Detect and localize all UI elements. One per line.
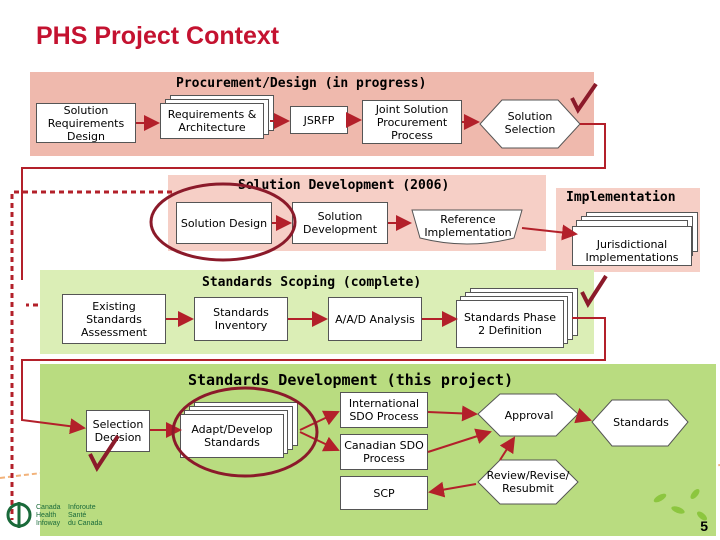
node-standards-inventory: Standards Inventory bbox=[194, 297, 288, 341]
node-canadian-sdo: Canadian SDO Process bbox=[340, 434, 428, 470]
page-title: PHS Project Context bbox=[36, 22, 280, 50]
infoway-logo: Canada Health Infoway Inforoute Santé du… bbox=[6, 496, 136, 536]
node-standards: Standards bbox=[613, 416, 669, 429]
node-international-sdo: International SDO Process bbox=[340, 392, 428, 428]
logo-line2-fr: Santé bbox=[68, 512, 87, 519]
band-scoping-label: Standards Scoping (complete) bbox=[202, 275, 422, 290]
band-standards-development-label: Standards Development (this project) bbox=[188, 371, 514, 389]
node-approval: Approval bbox=[504, 409, 554, 422]
node-solution-selection: Solution Selection bbox=[504, 110, 556, 136]
node-scp: SCP bbox=[340, 476, 428, 510]
node-review-revise: Review/Revise/ Resubmit bbox=[486, 469, 570, 495]
band-procurement-label: Procurement/Design (in progress) bbox=[176, 76, 427, 91]
check-icon-selection bbox=[88, 434, 120, 473]
band-solution-development-label: Solution Development (2006) bbox=[238, 178, 450, 193]
page-number: 5 bbox=[700, 518, 708, 534]
logo-line2-en: Health bbox=[36, 512, 57, 519]
node-standards-phase2-definition-label: Standards Phase 2 Definition bbox=[456, 300, 564, 348]
leaf-decoration-icon bbox=[653, 489, 707, 521]
node-solution-development: Solution Development bbox=[292, 202, 388, 244]
logo-line1-fr: Inforoute bbox=[68, 504, 96, 511]
band-implementation-label: Implementation bbox=[566, 190, 676, 205]
check-icon-procurement bbox=[570, 82, 598, 114]
node-reference-implementation: Reference Implementation bbox=[424, 213, 512, 239]
highlight-circle-solution-design bbox=[149, 182, 297, 262]
infoway-logo-icon bbox=[6, 502, 32, 528]
node-joint-procurement: Joint Solution Procurement Process bbox=[362, 100, 462, 144]
check-icon-scoping bbox=[580, 274, 608, 309]
node-solution-requirements-design: Solution Requirements Design bbox=[36, 103, 136, 143]
node-selection-decision: Selection Decision bbox=[86, 410, 150, 452]
logo-line3-fr: du Canada bbox=[68, 520, 103, 527]
node-jurisdictional-implementations-label: Jurisdictional Implementations bbox=[572, 226, 692, 266]
logo-line3-en: Infoway bbox=[36, 520, 61, 527]
node-aad-analysis: A/A/D Analysis bbox=[328, 297, 422, 341]
highlight-circle-adapt-develop bbox=[171, 386, 319, 478]
node-adapt-develop-standards: Adapt/Develop Standards bbox=[180, 402, 302, 460]
node-jurisdictional-implementations: Jurisdictional Implementations bbox=[572, 212, 698, 268]
node-solution-design: Solution Design bbox=[176, 202, 272, 244]
node-existing-standards-assessment: Existing Standards Assessment bbox=[62, 294, 166, 344]
node-requirements-architecture: Requirements & Architecture bbox=[160, 95, 274, 141]
node-reference-implementation-shape bbox=[411, 209, 523, 245]
logo-line1-en: Canada bbox=[36, 504, 61, 511]
node-requirements-architecture-label: Requirements & Architecture bbox=[160, 103, 264, 139]
node-standards-shape bbox=[591, 399, 689, 447]
node-standards-phase2-definition: Standards Phase 2 Definition bbox=[456, 288, 580, 350]
